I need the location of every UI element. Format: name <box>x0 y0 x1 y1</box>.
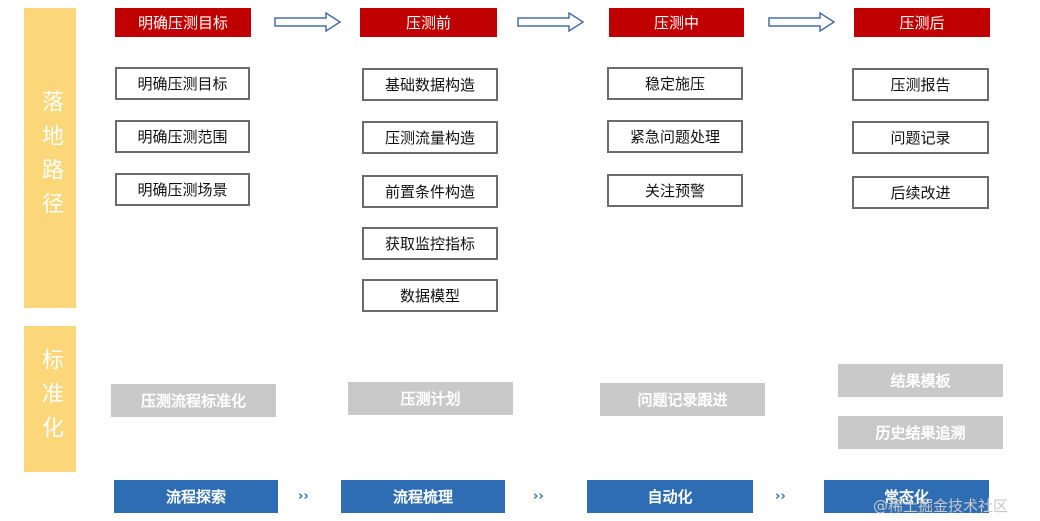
arrow-right-icon <box>274 12 342 32</box>
item-box: 获取监控指标 <box>362 227 498 260</box>
item-box: 基础数据构造 <box>362 68 498 101</box>
item-box: 紧急问题处理 <box>607 120 743 153</box>
stage-box: 自动化 <box>587 480 753 513</box>
item-box: 明确压测范围 <box>115 120 250 153</box>
stage-box: 流程探索 <box>114 480 278 513</box>
item-box: 后续改进 <box>852 176 989 209</box>
phase-header-after: 压测后 <box>854 8 990 37</box>
item-box: 压测流量构造 <box>362 121 498 154</box>
watermark: @稀土掘金技术社区 <box>873 497 1009 515</box>
item-box: 稳定施压 <box>607 67 743 100</box>
item-box: 压测报告 <box>852 68 989 101</box>
double-chevron-icon: ›› <box>298 489 309 504</box>
item-box: 关注预警 <box>607 174 743 207</box>
double-chevron-icon: ›› <box>533 489 544 504</box>
item-box: 数据模型 <box>362 279 498 312</box>
arrow-right-icon <box>768 12 836 32</box>
item-box: 前置条件构造 <box>362 175 498 208</box>
double-chevron-icon: ›› <box>775 489 786 504</box>
stage-box: 流程梳理 <box>341 480 505 513</box>
item-box: 明确压测目标 <box>115 67 250 100</box>
standard-box: 压测流程标准化 <box>111 384 276 417</box>
phase-header-goal: 明确压测目标 <box>115 8 251 37</box>
sidebar-landing-path: 落地路径 <box>24 8 76 308</box>
standard-box: 历史结果追溯 <box>838 416 1003 449</box>
phase-header-during: 压测中 <box>609 8 744 37</box>
sidebar-standardization: 标准化 <box>24 326 76 472</box>
standard-box: 压测计划 <box>348 382 513 415</box>
item-box: 明确压测场景 <box>115 173 250 206</box>
standard-box: 问题记录跟进 <box>600 383 765 416</box>
item-box: 问题记录 <box>852 121 989 154</box>
arrow-right-icon <box>517 12 585 32</box>
stage-box: 常态化 <box>824 480 989 513</box>
standard-box: 结果模板 <box>838 364 1003 397</box>
phase-header-before: 压测前 <box>360 8 497 37</box>
